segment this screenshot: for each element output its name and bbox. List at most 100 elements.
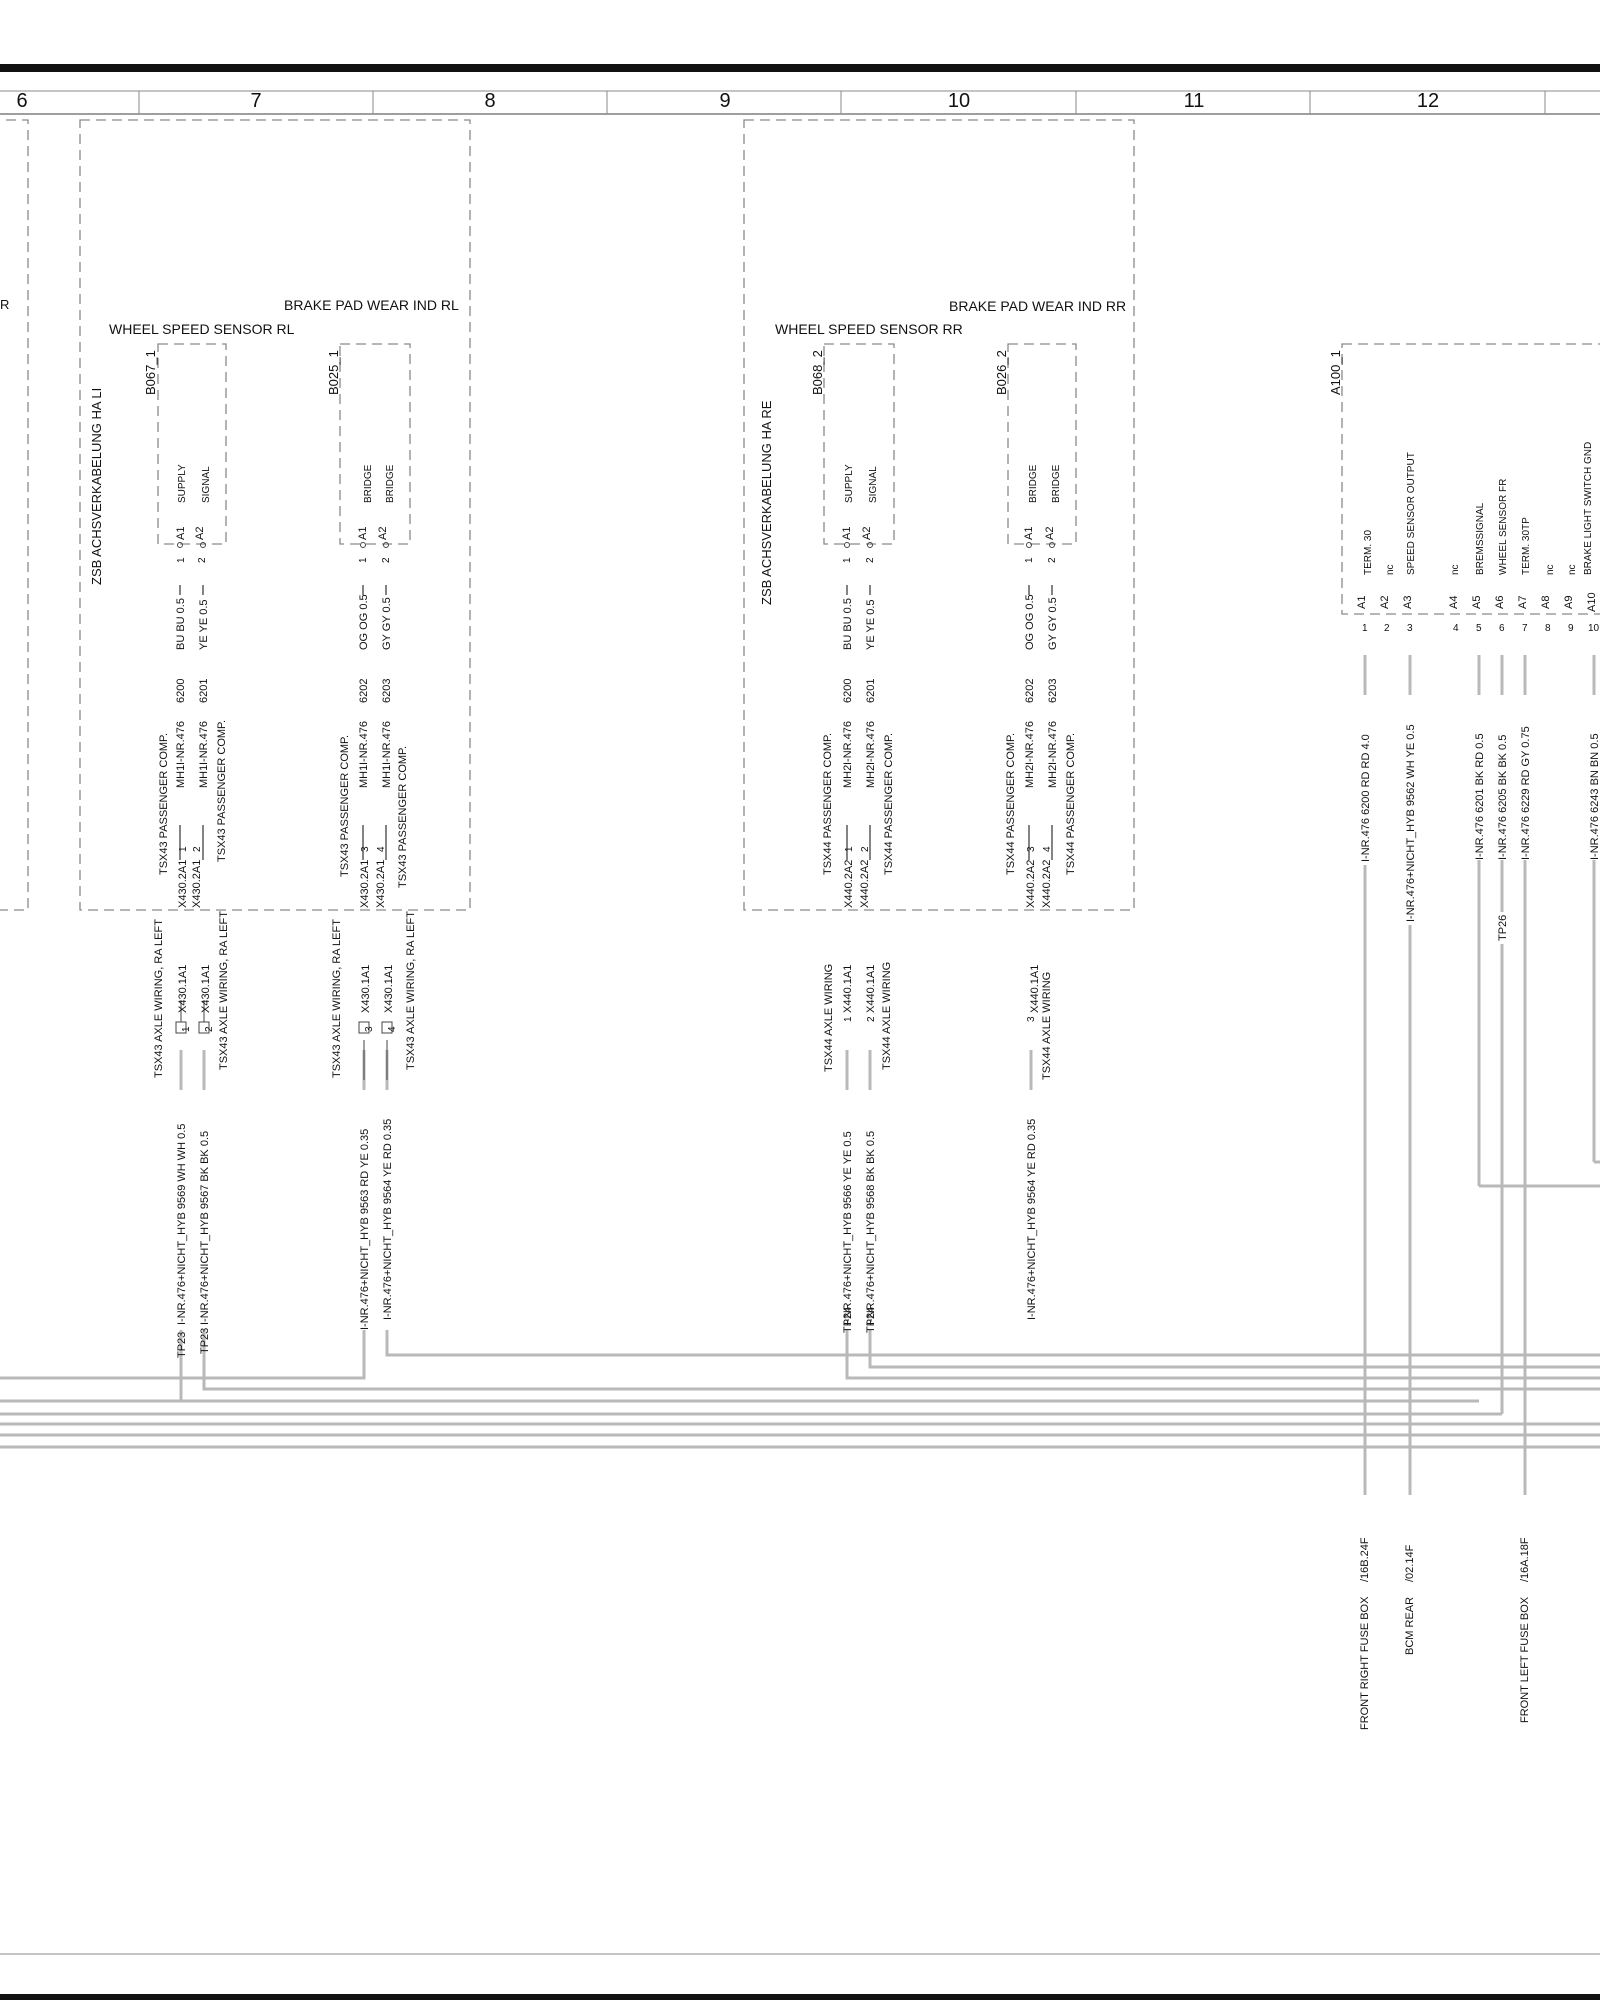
pin-function: TERM. 30TP <box>1521 517 1532 575</box>
xref-bcm-rear-ref: /02.14F <box>1404 1544 1416 1582</box>
test-point-tp24: TP24 <box>865 1307 877 1333</box>
inner-connector: X440.2A2 <box>859 860 871 908</box>
pin-number: 10 <box>1588 623 1600 634</box>
wire-code: 6202 <box>1024 679 1036 703</box>
axle-connector-pin: 2 <box>866 1016 877 1022</box>
pin-number: 4 <box>1453 623 1459 634</box>
pin-label: A1 <box>357 527 369 540</box>
axle-connector-label: X430.1A1 <box>200 965 212 1013</box>
wire-code: 6201 <box>865 679 877 703</box>
a100-pins: TERM. 30 nc SPEED SENSOR OUTPUT nc BREMS… <box>1356 442 1600 634</box>
wire-label-9564a: I-NR.476+NICHT_HYB 9564 YE RD 0.35 <box>382 1119 394 1320</box>
inner-connector: X440.2A2 <box>1041 860 1053 908</box>
harness-label: TSX44 PASSENGER COMP. <box>1065 733 1077 875</box>
wire-color: BU BU 0.5 <box>175 598 187 650</box>
pin-function: nc <box>1385 564 1396 575</box>
component-id-b068: B068_2 <box>810 350 825 395</box>
pin-label: A2 <box>194 527 206 540</box>
pin-function: BRIDGE <box>1028 464 1039 503</box>
inner-connector-pin: 1 <box>178 846 189 852</box>
column-number: 6 <box>16 90 27 112</box>
test-point-tp24: TP24 <box>842 1307 854 1333</box>
module-title-ha-li: ZSB ACHSVERKABELUNG HA LI <box>89 388 104 585</box>
pin-label: A2 <box>1044 527 1056 540</box>
axle-connector-pin: 1 <box>843 1016 854 1022</box>
wire-label-6243: I-NR.476 6243 BN BN 0.5 <box>1589 733 1600 860</box>
axle-connector-pin: 2 <box>204 1026 215 1032</box>
axle-harness-label: TSX43 AXLE WIRING, RA LEFT <box>405 911 417 1070</box>
wire-label-9569: I-NR.476+NICHT_HYB 9569 WH WH 0.5 <box>176 1124 188 1325</box>
wire-label-6229: I-NR.476 6229 RD GY 0.75 <box>1520 726 1532 860</box>
component-id-b026: B026_2 <box>994 350 1009 395</box>
pin-function: TERM. 30 <box>1363 530 1374 575</box>
wire-label: I-NR.476 <box>175 721 187 765</box>
xref-front-right-fuse-box: FRONT RIGHT FUSE BOX <box>1359 1596 1371 1730</box>
column-number: 7 <box>250 90 261 112</box>
harness-label: TSX43 PASSENGER COMP. <box>158 733 170 875</box>
axle-connector-pin: 1 <box>181 1026 192 1032</box>
b026-pins: BRIDGE BRIDGE A1 A2 1 2 <box>1023 464 1062 563</box>
module-title-ha-re: ZSB ACHSVERKABELUNG HA RE <box>759 400 774 605</box>
axle-connector-label: X430.1A1 <box>383 965 395 1013</box>
pin-number: 1 <box>1024 557 1035 563</box>
pin-label: A10 <box>1586 592 1598 612</box>
inner-connector: X430.2A1 <box>191 860 203 908</box>
wire-label: I-NR.476 <box>865 721 877 765</box>
wire-mh: MH1 <box>358 765 370 788</box>
bus-wires <box>0 1050 1600 1449</box>
wire-label-9562: I-NR.476+NICHT_HYB 9562 WH YE 0.5 <box>1405 724 1417 922</box>
pin-function: WHEEL SENSOR FR <box>1498 479 1509 575</box>
pin-function: BRIDGE <box>1051 464 1062 503</box>
axle-harness-label: TSX43 AXLE WIRING, RA LEFT <box>331 919 343 1078</box>
module-box-left-partial <box>0 119 29 911</box>
wire-label: I-NR.476 <box>198 721 210 765</box>
brake-pad-wear-rr-title: BRAKE PAD WEAR IND RR <box>949 298 1126 314</box>
axle-harness-label: TSX43 AXLE WIRING, RA LEFT <box>153 919 165 1078</box>
xref-front-right-fuse-box-ref: /16B.24F <box>1359 1537 1371 1582</box>
wire-label: I-NR.476 <box>1047 721 1059 765</box>
axle-harness-label: TSX43 AXLE WIRING, RA LEFT <box>218 911 230 1070</box>
inner-connector: X440.2A2 <box>1025 860 1037 908</box>
pin-label: A4 <box>1448 596 1460 609</box>
pin-function: nc <box>1450 564 1461 575</box>
inner-connector-pin: 1 <box>844 846 855 852</box>
pin-number: 2 <box>381 557 392 563</box>
xref-front-left-fuse-box: FRONT LEFT FUSE BOX <box>1519 1596 1531 1723</box>
wire-label-9564b: I-NR.476+NICHT_HYB 9564 YE RD 0.35 <box>1026 1119 1038 1320</box>
pin-label: A3 <box>1402 596 1414 609</box>
pin-function: SPEED SENSOR OUTPUT <box>1406 452 1417 575</box>
wire-mh: MH2 <box>1024 765 1036 788</box>
wire-label-9567: I-NR.476+NICHT_HYB 9567 BK BK 0.5 <box>199 1131 211 1325</box>
axle-connector-label: X430.1A1 <box>177 965 189 1013</box>
harness-label: TSX43 PASSENGER COMP. <box>339 735 351 877</box>
inner-connector-pin: 4 <box>1042 846 1053 852</box>
bottom-frame-bar <box>0 1994 1600 2000</box>
brake-pad-wear-rl-title: BRAKE PAD WEAR IND RL <box>284 297 459 313</box>
pin-label: A9 <box>1563 596 1575 609</box>
wire-code: 6203 <box>1047 679 1059 703</box>
cut-title-fragment: R <box>0 297 9 312</box>
axle-connector-label: X440.1A1 <box>865 965 877 1013</box>
wire-label-6200: I-NR.476 6200 RD RD 4.0 <box>1360 734 1372 862</box>
pin-function: nc <box>1567 564 1578 575</box>
pin-number: 2 <box>197 557 208 563</box>
wire-mh: MH2 <box>842 765 854 788</box>
column-number: 10 <box>948 90 970 112</box>
pin-label: A5 <box>1471 596 1483 609</box>
xref-front-left-fuse-box-ref: /16A.18F <box>1519 1537 1531 1582</box>
wire-label-9568: I-NR.476+NICHT_HYB 9568 BK BK 0.5 <box>865 1131 877 1325</box>
axle-connector-pin: 4 <box>387 1026 398 1032</box>
pin-number: 9 <box>1568 623 1574 634</box>
pin-label: A1 <box>1356 596 1368 609</box>
component-id-b025: B025_1 <box>326 350 341 395</box>
module-box-ha-re <box>743 119 1135 911</box>
pin-label: A7 <box>1517 596 1529 609</box>
wire-label-9566: I-NR.476+NICHT_HYB 9566 YE YE 0.5 <box>842 1131 854 1325</box>
b068-pins: SUPPLY SIGNAL A1 A2 1 2 <box>841 464 879 563</box>
component-id-b067: B067_1 <box>143 350 158 395</box>
inner-connector-pin: 2 <box>860 846 871 852</box>
pin-number: 2 <box>1384 623 1390 634</box>
harness-label: TSX43 PASSENGER COMP. <box>397 746 409 888</box>
pin-label: A2 <box>861 527 873 540</box>
axle-harness-label: TSX44 AXLE WIRING <box>881 962 893 1070</box>
